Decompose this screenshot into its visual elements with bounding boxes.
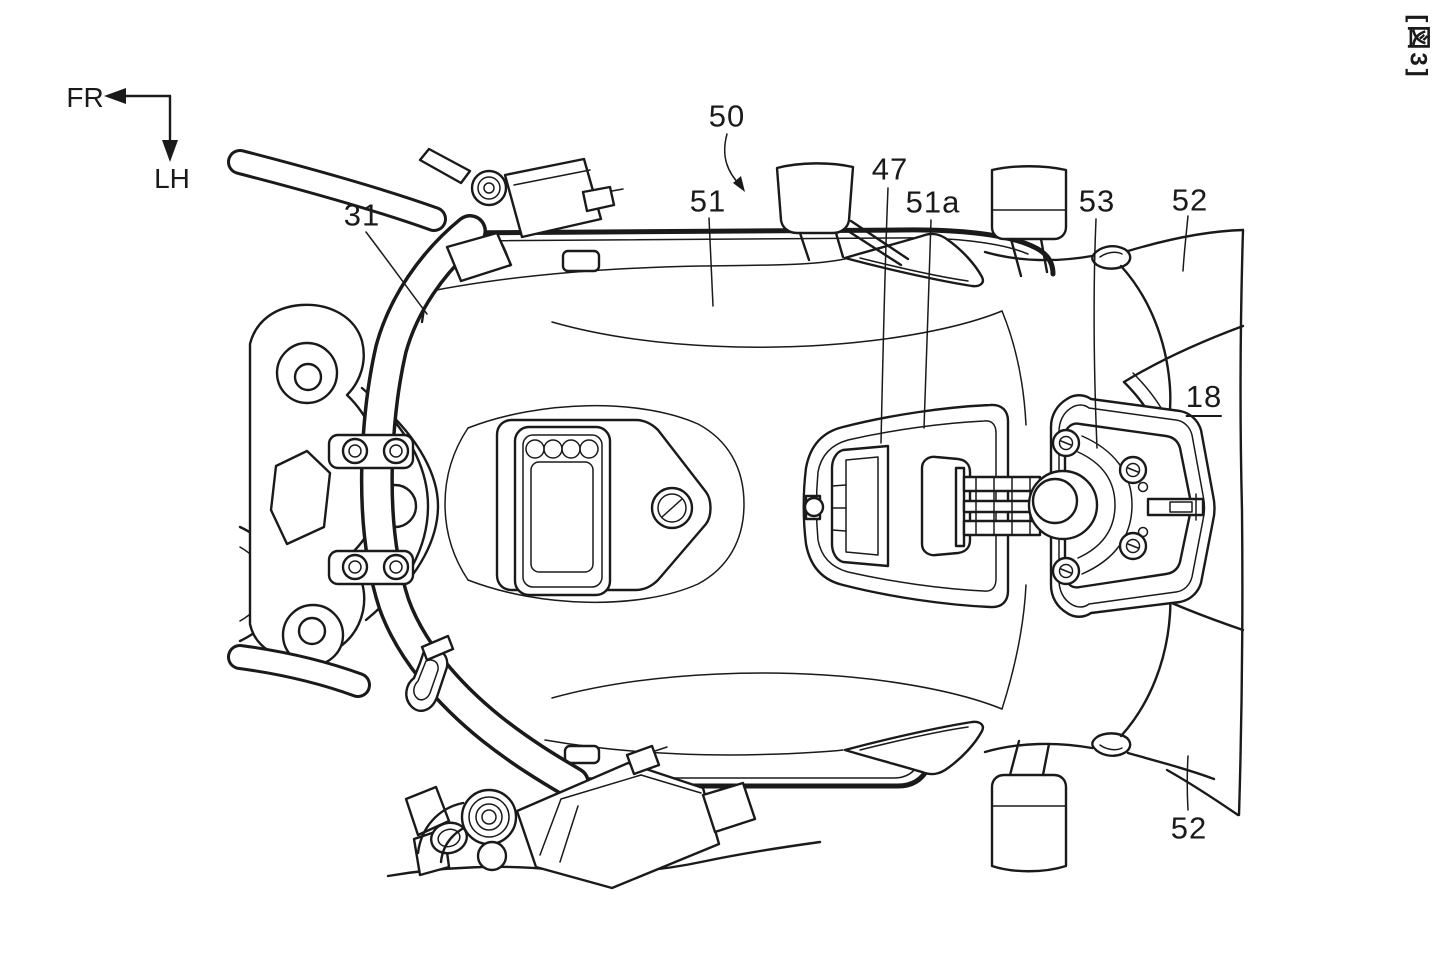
ref-label-52-bottom: 52 <box>1170 810 1208 846</box>
panel-button-icon <box>579 439 599 459</box>
ref-label-47: 47 <box>871 151 909 187</box>
tank-instrument-panel <box>495 418 712 597</box>
orientation-arrows <box>104 88 178 162</box>
handlebar-clamp <box>327 433 415 586</box>
handlebar-boss <box>460 788 518 846</box>
cap-screw <box>1051 428 1081 458</box>
left-arrowhead-icon <box>162 140 178 162</box>
ref-label-18: 18 <box>1185 381 1223 417</box>
rubber-mount-top-right <box>990 165 1068 278</box>
leader-52-top <box>1182 215 1189 272</box>
filler-recess <box>802 403 1010 609</box>
leader-51 <box>708 217 714 307</box>
switch-housing <box>515 761 721 890</box>
left-direction-label: LH <box>154 163 190 194</box>
leader-lines <box>365 133 1189 811</box>
cap-screw <box>1051 556 1081 586</box>
steering-assembly <box>227 147 624 800</box>
keypad-bezel <box>513 425 612 597</box>
switch-cable-cluster <box>386 634 822 890</box>
rubber-mount-top-left <box>775 162 910 267</box>
cap-screw <box>1118 531 1148 561</box>
panel-screen <box>530 461 594 573</box>
front-direction-label: FR <box>66 82 104 113</box>
leader-51a <box>923 219 932 429</box>
mirror-lever-cluster <box>418 147 624 283</box>
leader-31 <box>365 231 428 315</box>
figure-tag: [図3] <box>1404 14 1432 80</box>
fuel-cap-assembly <box>1027 394 1216 618</box>
leader-47 <box>880 187 889 444</box>
ref-label-50: 50 <box>708 98 746 134</box>
latch-pivot <box>803 496 825 518</box>
ref-label-51a: 51a <box>905 184 961 220</box>
ref-label-53: 53 <box>1078 183 1116 219</box>
cap-latch-bar <box>1146 497 1205 517</box>
ref-label-51: 51 <box>689 183 727 219</box>
front-arrowhead-icon <box>104 88 126 104</box>
leader-53 <box>1093 218 1098 449</box>
ref-label-52-top: 52 <box>1171 182 1209 218</box>
fuel-tank-cover <box>360 227 1056 789</box>
ref-label-31: 31 <box>343 197 381 233</box>
rubber-mount-bottom <box>990 739 1068 873</box>
leader-52-bottom <box>1186 755 1189 811</box>
filler-latch <box>830 444 890 568</box>
cap-hinge-ladder <box>954 466 1042 548</box>
cap-screw <box>1118 455 1148 485</box>
leader-50-arrowhead <box>733 176 745 192</box>
